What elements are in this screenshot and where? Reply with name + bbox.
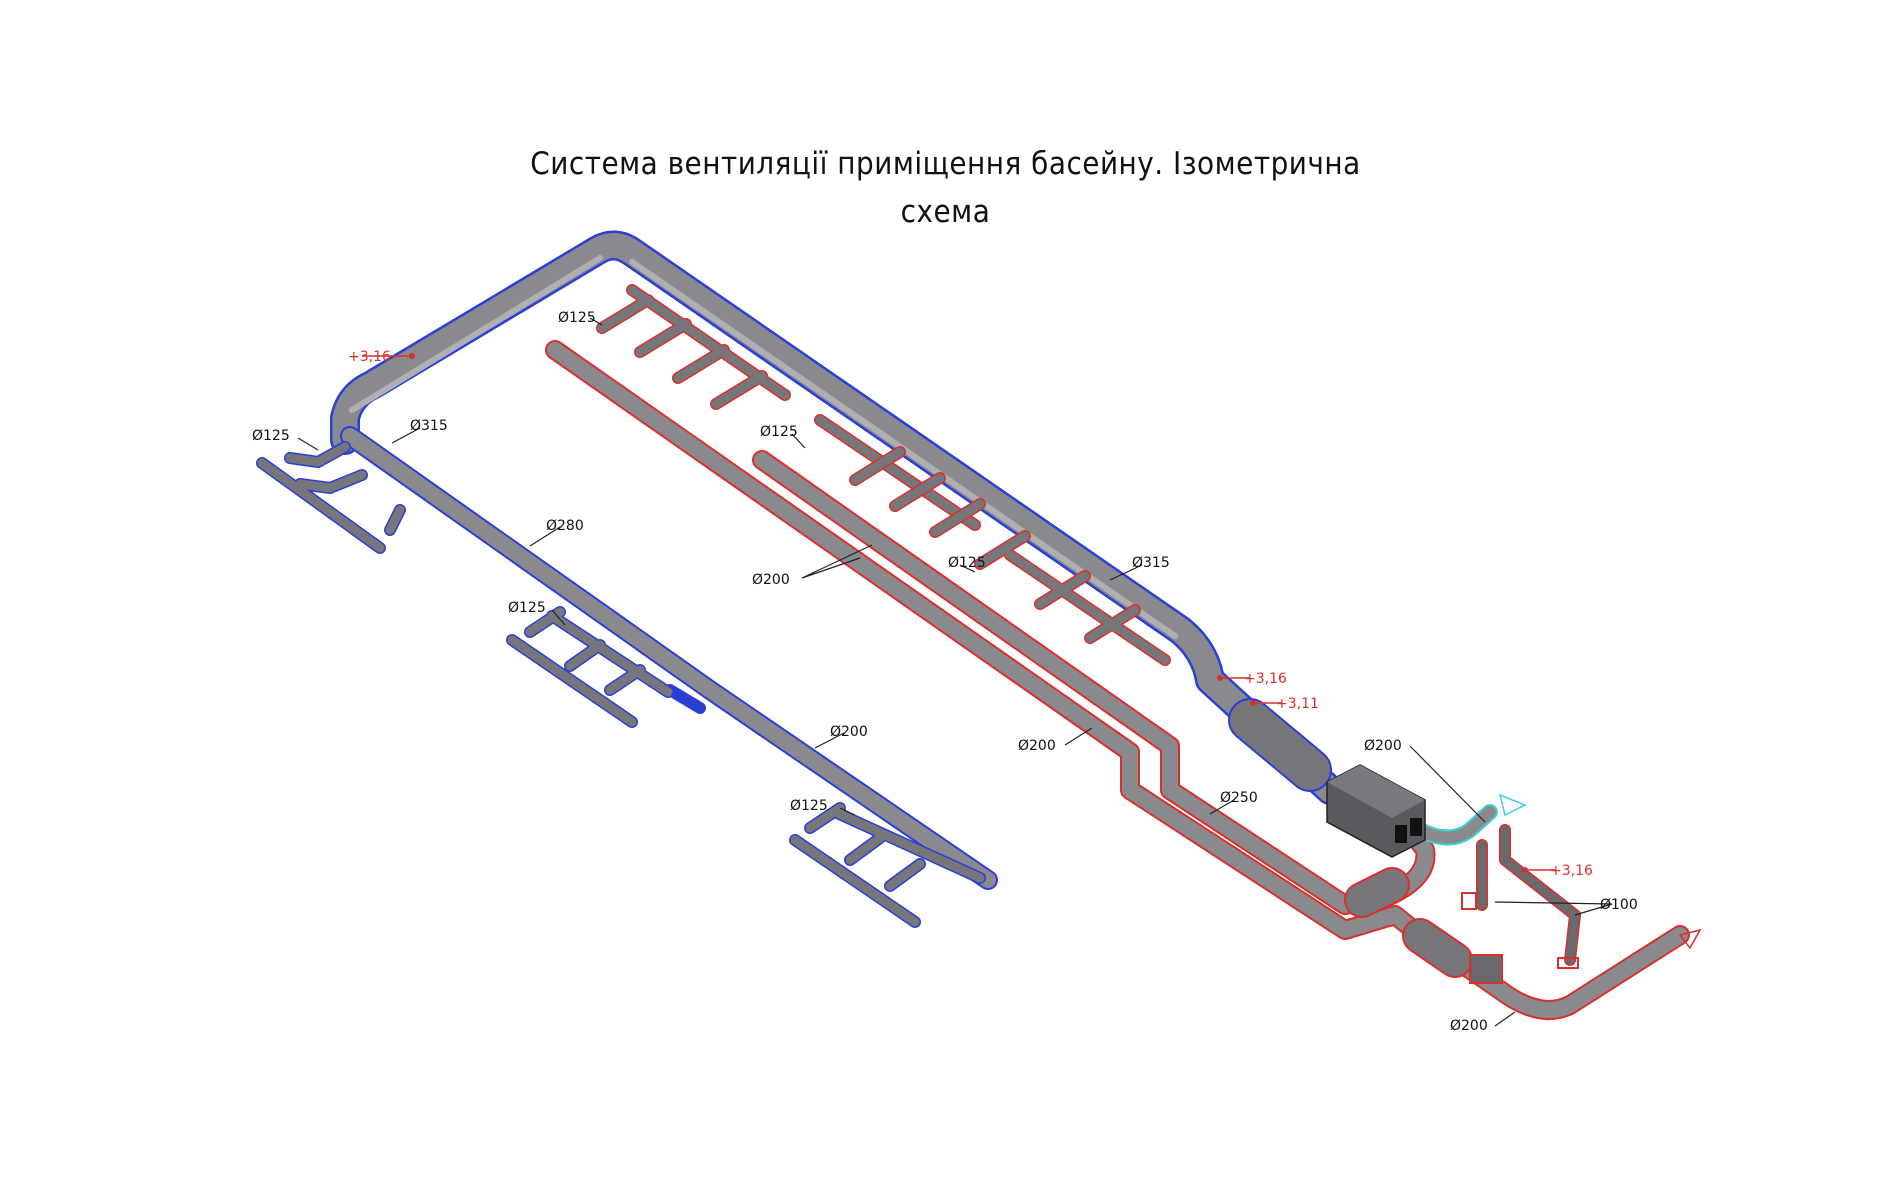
elevation-mark: +3,16	[1550, 863, 1593, 879]
dim-label: Ø125	[252, 428, 290, 444]
supply-duct-system	[545, 284, 1702, 1020]
dim-label: Ø200	[830, 724, 868, 740]
dim-label: Ø200	[752, 572, 790, 588]
diagram-title-line1: Система вентиляції приміщення басейну. І…	[530, 146, 1361, 182]
exhaust-duct-system	[256, 230, 1345, 928]
leader-lines	[297, 317, 1613, 1027]
dim-label: Ø315	[410, 418, 448, 434]
dim-label: Ø280	[546, 518, 584, 534]
elevation-mark: +3,16	[1244, 671, 1287, 687]
intake-arrow-icon	[1498, 793, 1527, 817]
dim-label: Ø125	[790, 798, 828, 814]
elevation-mark: +3,11	[1276, 696, 1319, 712]
dim-label: Ø125	[558, 310, 596, 326]
dim-label: Ø125	[760, 424, 798, 440]
dim-label: Ø315	[1132, 555, 1170, 571]
grille-icon	[1461, 892, 1477, 910]
diagram-title-line2: схема	[900, 194, 991, 230]
air-handling-unit	[1326, 764, 1426, 858]
outlet-arrow-icon	[1678, 928, 1702, 950]
dim-label: Ø125	[508, 600, 546, 616]
outdoor-air-duct	[1412, 793, 1527, 846]
dim-label: Ø100	[1600, 897, 1638, 913]
dim-label: Ø200	[1364, 738, 1402, 754]
dim-label: Ø125	[948, 555, 986, 571]
dim-label: Ø250	[1220, 790, 1258, 806]
elevation-mark: +3,16	[348, 349, 391, 365]
grille-icon	[1557, 957, 1579, 969]
dim-label: Ø200	[1450, 1018, 1488, 1034]
damper	[1469, 954, 1503, 984]
dim-label: Ø200	[1018, 738, 1056, 754]
